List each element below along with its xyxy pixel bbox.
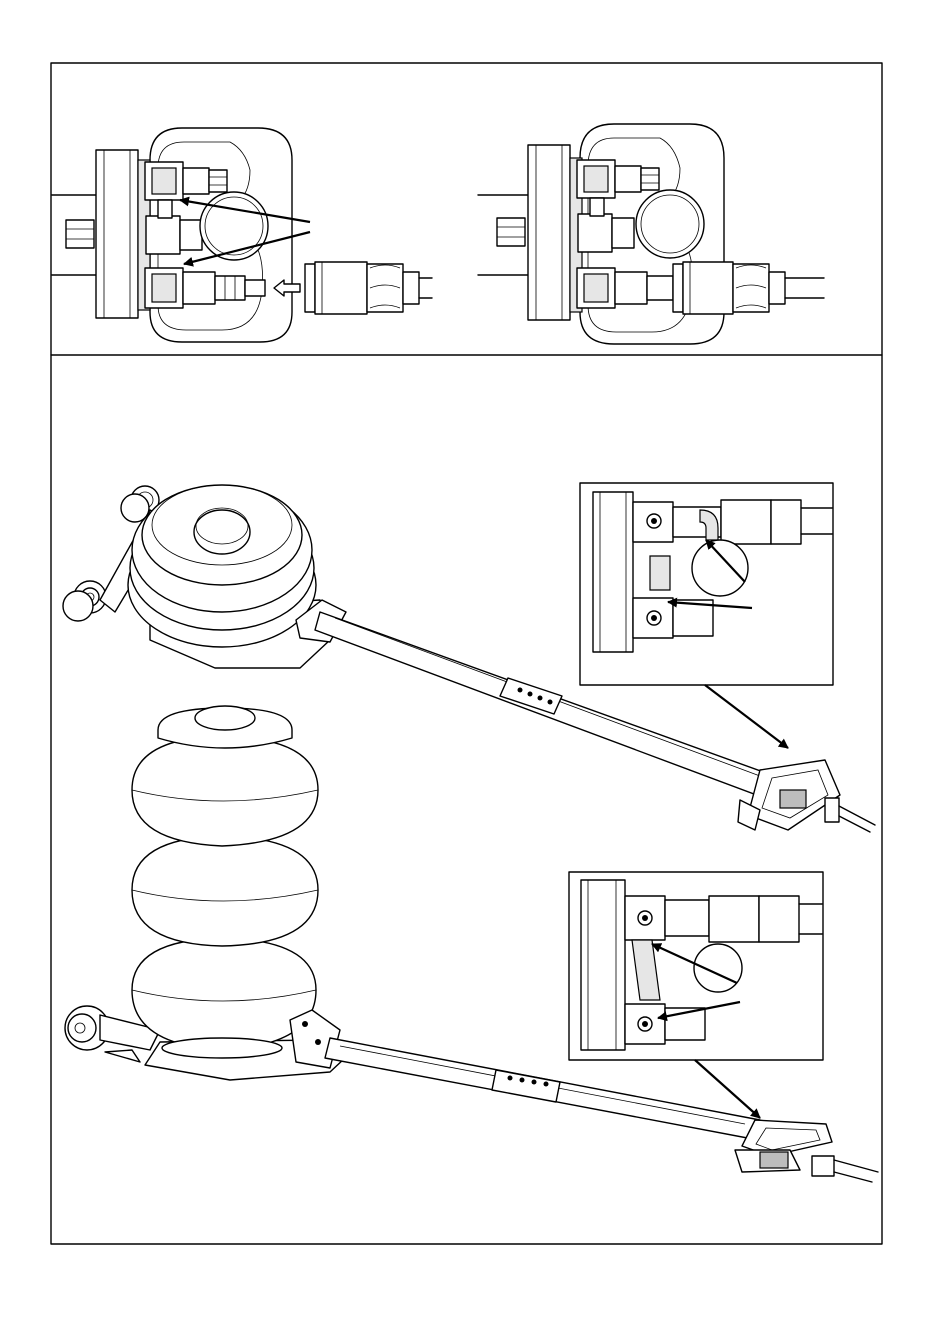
quick-coupler-detached bbox=[305, 262, 432, 314]
inset-1-leader bbox=[705, 685, 788, 748]
fitting-block-right bbox=[478, 124, 824, 344]
valve-detail-inset-1 bbox=[580, 483, 833, 685]
fitting-block-left bbox=[52, 128, 292, 342]
valve-detail-inset-2 bbox=[569, 872, 823, 1060]
